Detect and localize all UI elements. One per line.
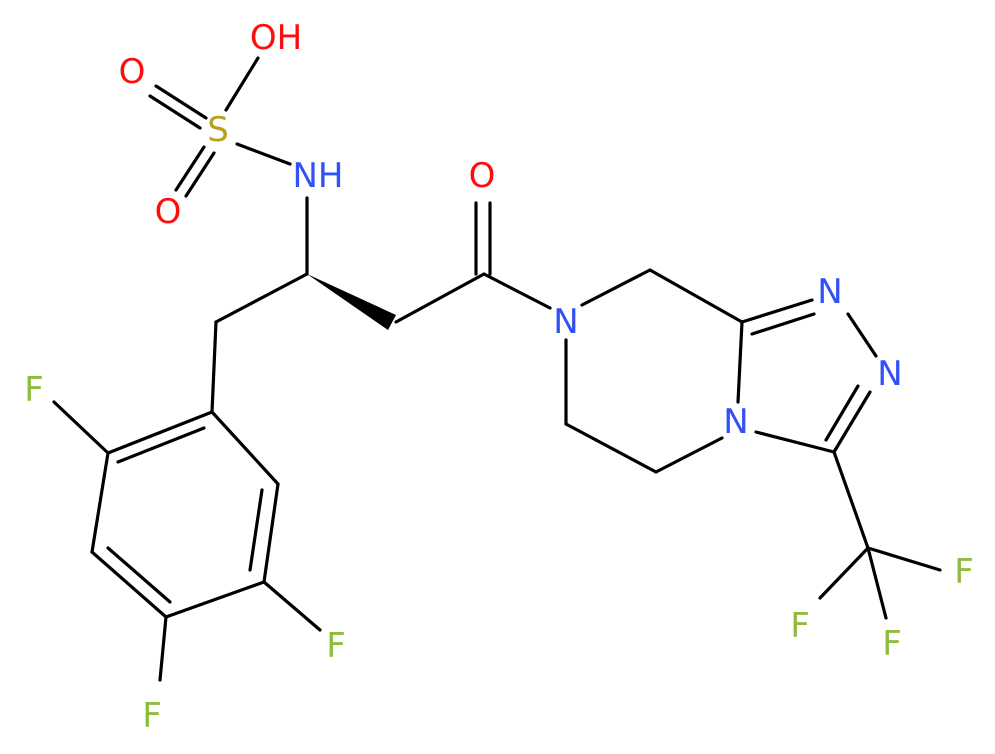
bond-s-o-bottom-b bbox=[184, 151, 216, 198]
bond-s-o-top-a bbox=[154, 84, 208, 120]
bond-ring-c5-c6-inner bbox=[248, 488, 264, 572]
atom-f-5: F bbox=[326, 626, 346, 666]
bond-ch2-carbonyl bbox=[394, 272, 486, 324]
bond-s-o-top-b bbox=[148, 94, 202, 130]
bond-ch2-n4 bbox=[654, 436, 724, 474]
atom-o-bottom: O bbox=[155, 192, 182, 232]
bond-ring-c3-c4-inner bbox=[106, 546, 172, 604]
bonds bbox=[52, 56, 942, 682]
atom-oh: OH bbox=[250, 18, 302, 58]
bond-n2-c3-b bbox=[824, 384, 860, 442]
bond-ring-c6-c1 bbox=[210, 410, 280, 486]
bond-ring-c2-c3 bbox=[90, 451, 110, 554]
bond-ch2-ring bbox=[210, 320, 218, 414]
bond-c4-f bbox=[158, 615, 168, 682]
atom-nh: NH bbox=[293, 156, 344, 196]
stereo-wedge-bond bbox=[307, 274, 396, 330]
bond-c3-cf3 bbox=[832, 450, 870, 550]
bond-c2-f bbox=[52, 400, 110, 455]
bond-ch2-c8a bbox=[648, 268, 744, 324]
bond-c8a-n4 bbox=[736, 320, 744, 404]
bond-ca-ch2-left bbox=[214, 272, 309, 324]
atom-f-cf3-left: F bbox=[790, 606, 810, 646]
bond-ch2-ch2-bottom bbox=[564, 422, 658, 474]
atom-s: S bbox=[207, 110, 229, 150]
bond-ring-c4-c5 bbox=[164, 580, 266, 619]
bond-ring-c3-c4 bbox=[90, 550, 168, 619]
bond-carbonyl-n bbox=[482, 272, 552, 310]
bond-n2-c3-a bbox=[832, 390, 872, 454]
bond-cf3-f-right bbox=[866, 546, 942, 572]
bond-ring-c1-c2-inner bbox=[116, 426, 206, 464]
atom-n-triazole-3: N bbox=[723, 402, 748, 442]
atom-n-amide: N bbox=[553, 302, 578, 342]
atom-o-carbonyl: O bbox=[469, 156, 496, 196]
atom-n-triazole-1: N bbox=[817, 272, 842, 312]
bond-ring-c1-c2 bbox=[106, 410, 214, 455]
bond-n-ch2-top bbox=[580, 268, 652, 307]
atom-f-2: F bbox=[24, 370, 44, 410]
atom-f-cf3-right: F bbox=[954, 552, 974, 592]
atom-o-top: O bbox=[119, 52, 146, 92]
bond-n1-n2 bbox=[846, 312, 878, 358]
bond-ring-c5-c6 bbox=[262, 482, 280, 584]
bond-s-o-bottom-a bbox=[174, 145, 206, 192]
bond-c3-n4 bbox=[754, 430, 836, 454]
atom-labels: OH O S O NH O N N N N F F F F F F bbox=[24, 18, 974, 736]
bond-cf3-f-bottom bbox=[866, 546, 888, 620]
atom-f-cf3-bottom: F bbox=[882, 624, 902, 664]
bond-s-oh bbox=[224, 56, 260, 112]
bond-cf3-f-left bbox=[818, 546, 870, 600]
bond-c8a-n1-b bbox=[750, 312, 816, 336]
bond-c8a-n1-a bbox=[740, 298, 814, 324]
bond-c5-f bbox=[262, 580, 322, 632]
atom-n-triazole-2: N bbox=[877, 354, 902, 394]
bond-s-nh bbox=[235, 142, 292, 166]
atom-f-4: F bbox=[142, 696, 162, 736]
